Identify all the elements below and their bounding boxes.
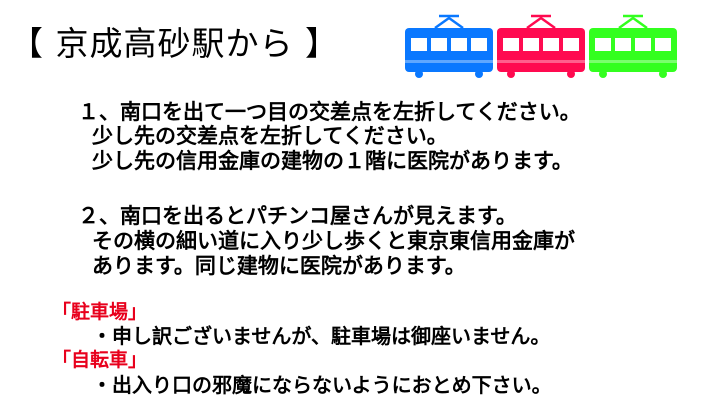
route-1-line-3: 少し先の信用金庫の建物の１階に医院があります。 bbox=[92, 149, 573, 173]
bicycle-text: ・出入り口の邪魔にならないようにおとめ下さい。 bbox=[92, 373, 552, 397]
route-2-line-1: ２、南口を出るとパチンコ屋さんが見えます。 bbox=[78, 204, 517, 228]
train-car-icon bbox=[497, 14, 585, 78]
bicycle-label: 「自転車」 bbox=[52, 349, 148, 371]
route-1-line-2: 少し先の交差点を左折してください。 bbox=[92, 124, 448, 148]
route-1-line-1: １、南口を出て一つ目の交差点を左折してください。 bbox=[78, 100, 581, 124]
parking-label: 「駐車場」 bbox=[52, 301, 148, 323]
train-car-icon bbox=[405, 14, 493, 78]
train-car-icon bbox=[589, 14, 677, 78]
route-2-line-3: あります。同じ建物に医院があります。 bbox=[92, 254, 466, 278]
page-title: 【 京成高砂駅から 】 bbox=[10, 24, 339, 63]
train-icons bbox=[405, 14, 677, 78]
parking-text: ・申し訳ございませんが、駐車場は御座いません。 bbox=[92, 324, 551, 348]
route-2-line-2: その横の細い道に入り少し歩くと東京東信用金庫が bbox=[92, 229, 575, 253]
